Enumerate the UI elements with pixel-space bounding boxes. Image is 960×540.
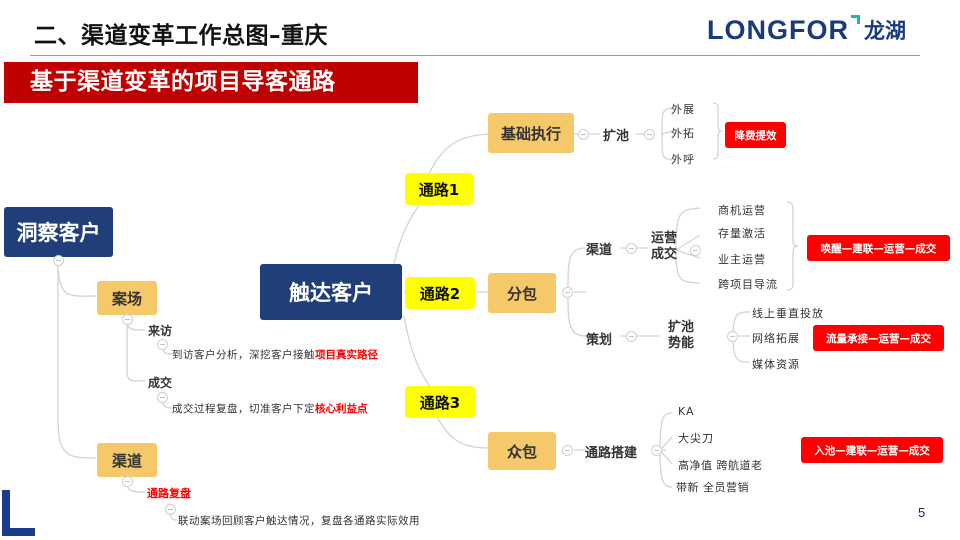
leaf-item: 外呼 [671, 153, 695, 166]
leaf-item: 高净值 跨航道老 [678, 459, 763, 472]
collapse-toggle[interactable] [562, 445, 573, 456]
logo-bracket-icon [851, 15, 860, 24]
leaf-item: 线上垂直投放 [752, 307, 824, 320]
onsite-node[interactable]: 案场 [97, 281, 157, 315]
collapse-toggle[interactable] [165, 504, 176, 515]
path-review-note: 联动案场回顾客户触达情况，复盘各通路实际效用 [178, 515, 420, 527]
crowdsource-node[interactable]: 众包 [488, 432, 556, 470]
label-line: 扩池 [668, 320, 695, 335]
planning-label: 策划 [586, 333, 613, 348]
leaf-item: 大尖刀 [678, 432, 714, 445]
title-divider [30, 55, 920, 56]
pool-momentum-label: 扩池势能 [668, 320, 694, 352]
expand-pool-label: 扩池 [603, 129, 630, 144]
collapse-toggle[interactable] [53, 255, 64, 266]
collapse-toggle[interactable] [578, 129, 589, 140]
logo-wordmark: LONGFOR [707, 15, 849, 45]
basic-execution-node[interactable]: 基础执行 [488, 113, 574, 153]
subcontract-node[interactable]: 分包 [488, 273, 556, 313]
visit-note-highlight: 项目真实路径 [315, 349, 378, 361]
path-review-label: 通路复盘 [147, 487, 191, 500]
collapse-toggle[interactable] [626, 243, 637, 254]
collapse-toggle[interactable] [727, 331, 738, 342]
longfor-logo: LONGFOR 龙湖 [707, 14, 906, 48]
collapse-toggle[interactable] [644, 129, 655, 140]
leaf-item: 媒体资源 [752, 358, 800, 371]
collapse-toggle[interactable] [157, 339, 168, 350]
leaf-item: 外展 [671, 103, 695, 116]
outcome-tag: 流量承接—运营—成交 [813, 325, 944, 351]
logo-chinese: 龙湖 [864, 19, 906, 43]
deal-label: 成交 [148, 376, 173, 390]
path-build-label: 通路搭建 [585, 446, 638, 461]
outcome-tag: 降费提效 [725, 122, 786, 148]
channel-sublabel: 渠道 [586, 243, 613, 258]
leaf-item: 跨项目导流 [718, 278, 778, 291]
label-line: 势能 [668, 336, 695, 351]
path-1-tag[interactable]: 通路1 [405, 173, 473, 205]
leaf-item: 业主运营 [718, 253, 766, 266]
collapse-toggle[interactable] [626, 331, 637, 342]
outcome-tag: 唤醒—建联—运营—成交 [807, 235, 950, 261]
outcome-tag: 入池—建联—运营—成交 [801, 437, 943, 463]
page-title: 二、渠道变革工作总图–重庆 [34, 23, 328, 49]
leaf-item: 商机运营 [718, 204, 766, 217]
leaf-item: 带新 全员营销 [676, 481, 749, 494]
path-3-tag[interactable]: 通路3 [405, 386, 475, 418]
page-number: 5 [918, 505, 926, 520]
leaf-item: 网络拓展 [752, 332, 800, 345]
reach-customer-node[interactable]: 触达客户 [260, 264, 402, 320]
collapse-toggle[interactable] [157, 392, 168, 403]
leaf-item: KA [678, 405, 695, 418]
collapse-toggle[interactable] [690, 245, 701, 256]
deal-note-text: 成交过程复盘，切准客户下定 [172, 403, 315, 415]
visit-note-text: 到访客户分析，深挖客户接触 [172, 349, 315, 361]
channel-node[interactable]: 渠道 [97, 443, 157, 477]
label-line: 成交 [651, 247, 678, 262]
path-2-tag[interactable]: 通路2 [405, 277, 475, 309]
leaf-item: 外拓 [671, 127, 695, 140]
insight-customer-node[interactable]: 洞察客户 [4, 207, 113, 257]
collapse-toggle[interactable] [651, 445, 662, 456]
section-banner: 基于渠道变革的项目导客通路 [4, 62, 418, 103]
deal-note: 成交过程复盘，切准客户下定核心利益点 [172, 401, 368, 416]
label-line: 运营 [651, 231, 678, 246]
collapse-toggle[interactable] [562, 287, 573, 298]
visit-label: 来访 [148, 324, 173, 338]
corner-logo-mark [2, 490, 35, 536]
operate-deal-label: 运营成交 [651, 231, 677, 263]
leaf-item: 存量激活 [718, 227, 766, 240]
visit-note: 到访客户分析，深挖客户接触项目真实路径 [172, 347, 378, 362]
collapse-toggle[interactable] [122, 476, 133, 487]
collapse-toggle[interactable] [122, 314, 133, 325]
deal-note-highlight: 核心利益点 [315, 403, 368, 415]
